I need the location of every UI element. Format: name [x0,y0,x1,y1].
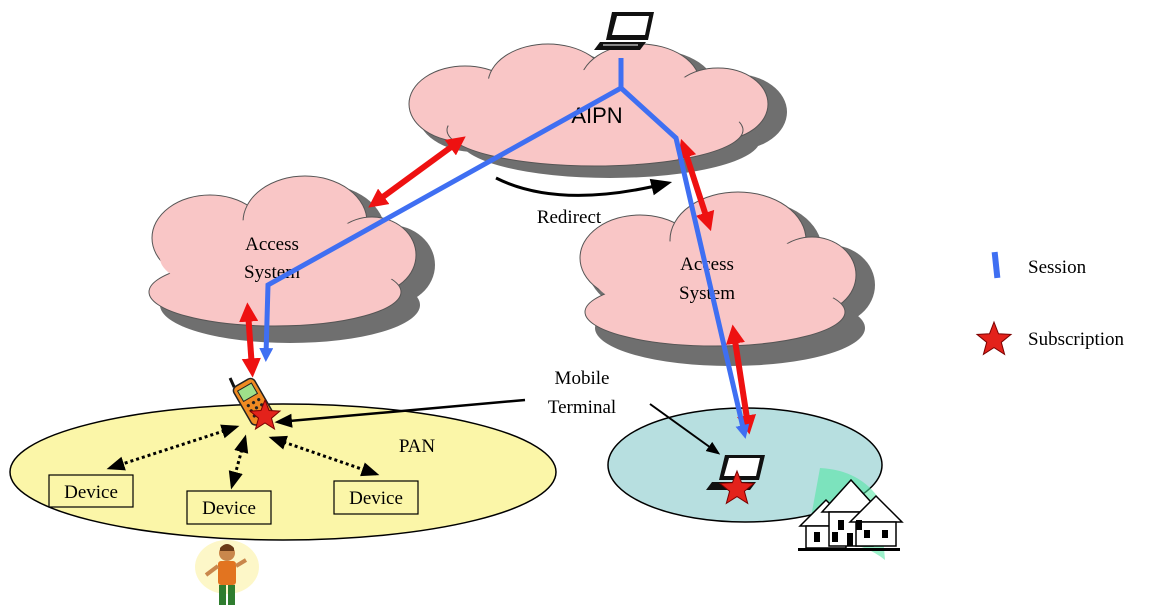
legend-session-swatch [991,251,1001,279]
aipn-left-access-arrow [368,136,466,208]
access-system-left-label-line1: Access [245,234,299,255]
device-box-1: Device [48,474,134,508]
access-system-right-label-line2: System [679,283,735,304]
laptop-icon [594,12,654,50]
pan-label: PAN [399,436,436,457]
redirect-arrow [495,176,673,197]
aipn-label: AIPN [571,103,622,128]
person-icon [195,540,259,605]
pan-area [9,403,557,541]
legend-subscription-label: Subscription [1028,329,1125,350]
legend: Session Subscription [975,251,1125,356]
svg-text:Device: Device [64,482,118,503]
svg-text:Device: Device [349,488,403,509]
legend-session-label: Session [1028,257,1087,278]
left-access-phone-arrow [239,302,261,378]
subscription-star-phone [248,398,282,431]
device-link-left [106,424,240,471]
aipn-right-access-arrow [677,138,715,232]
session-path-left [259,58,624,362]
subscription-star-home [718,469,756,505]
subscription-star-icon [975,320,1013,356]
session-path-right [619,86,750,439]
device-link-right [268,435,380,477]
mobile-terminal-pointer-right [649,403,721,455]
access-system-left-label-line2: System [244,262,300,283]
mobile-terminal-pointer-left [274,398,526,428]
right-access-home-arrow [725,324,757,435]
device-box-2: Device [186,490,272,525]
houses-icon [798,468,904,560]
mobile-terminal-label-line2: Terminal [548,397,616,418]
device-box-3: Device [333,480,419,515]
access-system-right-cloud [579,191,875,366]
access-system-left-cloud [148,175,435,343]
device-link-center [228,434,249,490]
svg-text:Device: Device [202,498,256,519]
mobile-terminal-label-line1: Mobile [555,368,610,389]
redirect-label: Redirect [537,207,602,228]
